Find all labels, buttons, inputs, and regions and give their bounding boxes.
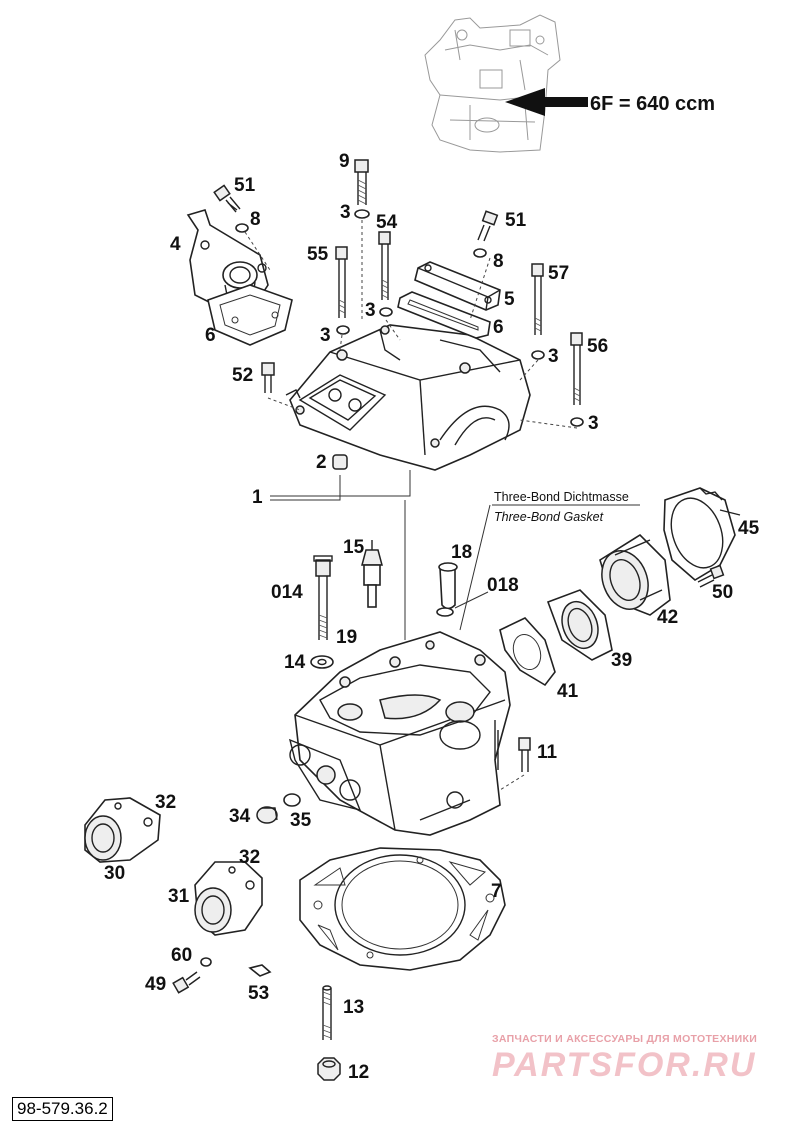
label-part-15: 15 <box>343 537 365 558</box>
exhaust-flange-31 <box>194 861 263 936</box>
bolt-51-left <box>213 184 271 271</box>
washer-35 <box>283 793 301 807</box>
intake-boot-42 <box>599 533 671 616</box>
note-dichtmasse: Three-Bond Dichtmasse <box>494 490 629 504</box>
label-part-32: 32 <box>239 847 260 868</box>
bolt-55 <box>335 246 350 335</box>
label-part-51: 51 <box>505 210 527 231</box>
valve-cover <box>285 324 531 471</box>
bolt-54 <box>378 231 393 317</box>
label-part-34: 34 <box>229 806 251 827</box>
label-part-018: 018 <box>487 575 519 596</box>
label-part-60: 60 <box>171 945 192 966</box>
washer-14 <box>310 655 334 669</box>
label-part-51: 51 <box>234 175 256 196</box>
washer-60 <box>200 957 212 967</box>
bolt-9 <box>354 159 370 320</box>
label-part-41: 41 <box>557 681 579 702</box>
note-leader <box>459 504 640 631</box>
callout-text: 6F = 640 ccm <box>590 93 715 115</box>
label-part-3: 3 <box>320 325 331 346</box>
label-part-32: 32 <box>155 792 176 813</box>
screw-50 <box>697 564 725 588</box>
label-part-49: 49 <box>145 974 166 995</box>
sleeve-18 <box>438 562 458 610</box>
label-part-5: 5 <box>504 289 515 310</box>
label-part-56: 56 <box>587 336 608 357</box>
stud-13 <box>322 985 332 1040</box>
label-part-3: 3 <box>340 202 351 223</box>
label-part-50: 50 <box>712 582 733 603</box>
label-part-3: 3 <box>365 300 376 321</box>
flange-39 <box>546 589 613 661</box>
label-part-11: 11 <box>537 742 558 763</box>
cylinder-head <box>288 631 511 836</box>
bolt-52 <box>261 362 301 411</box>
label-part-12: 12 <box>348 1062 369 1083</box>
bolt-56 <box>570 332 584 427</box>
watermark-logo: PARTSFOR.RU <box>492 1046 757 1084</box>
note-gasket: Three-Bond Gasket <box>494 510 604 524</box>
label-part-31: 31 <box>168 886 190 907</box>
label-part-3: 3 <box>548 346 559 367</box>
sensor-15 <box>361 540 383 608</box>
label-part-1: 1 <box>252 487 263 508</box>
label-part-9: 9 <box>339 151 350 172</box>
label-part-45: 45 <box>738 518 760 539</box>
label-part-57: 57 <box>548 263 569 284</box>
nut-12 <box>317 1057 341 1081</box>
label-part-19: 19 <box>336 627 357 648</box>
watermark-subtitle: ЗАПЧАСТИ И АКСЕССУАРЫ ДЛЯ МОТОТЕХНИКИ <box>492 1033 758 1045</box>
engine-overview-thumbnail <box>424 14 561 153</box>
label-part-8: 8 <box>493 251 504 272</box>
stud-014 <box>313 555 333 640</box>
clip-53 <box>248 964 272 977</box>
label-part-18: 18 <box>451 542 472 563</box>
label-part-55: 55 <box>307 244 329 265</box>
label-part-6: 6 <box>205 325 216 346</box>
label-part-6: 6 <box>493 317 504 338</box>
label-part-13: 13 <box>343 997 364 1018</box>
label-part-4: 4 <box>170 234 181 255</box>
gasket-41 <box>499 617 556 687</box>
label-part-39: 39 <box>611 650 632 671</box>
housing-gasket <box>207 284 293 346</box>
bolt-57 <box>531 263 545 360</box>
head-gasket <box>299 847 506 971</box>
label-part-14: 14 <box>284 652 306 673</box>
label-part-2: 2 <box>316 452 327 473</box>
plug-2 <box>332 454 348 470</box>
plug-34 <box>256 806 278 824</box>
label-part-3: 3 <box>588 413 599 434</box>
leader-018 <box>454 591 489 609</box>
label-part-35: 35 <box>290 810 312 831</box>
label-part-54: 54 <box>376 212 398 233</box>
bolt-11 <box>499 737 531 791</box>
bolt-51-right <box>473 210 499 258</box>
washer-14-hole <box>317 658 327 666</box>
leader-1 <box>270 470 411 640</box>
label-part-42: 42 <box>657 607 678 628</box>
label-part-7: 7 <box>491 881 502 902</box>
seal-018 <box>436 607 454 617</box>
guide-lines <box>339 257 578 429</box>
screw-49 <box>172 971 201 994</box>
label-part-8: 8 <box>250 209 261 230</box>
label-part-014: 014 <box>271 582 303 603</box>
label-part-30: 30 <box>104 863 125 884</box>
callout-arrow <box>505 88 588 116</box>
plate-gasket <box>397 291 491 339</box>
cover-plate <box>414 261 501 311</box>
exhaust-flange-30 <box>84 797 161 863</box>
clamp-45 <box>663 487 741 581</box>
reference-number: 98-579.36.2 <box>12 1097 113 1121</box>
label-part-53: 53 <box>248 983 269 1004</box>
label-part-52: 52 <box>232 365 253 386</box>
